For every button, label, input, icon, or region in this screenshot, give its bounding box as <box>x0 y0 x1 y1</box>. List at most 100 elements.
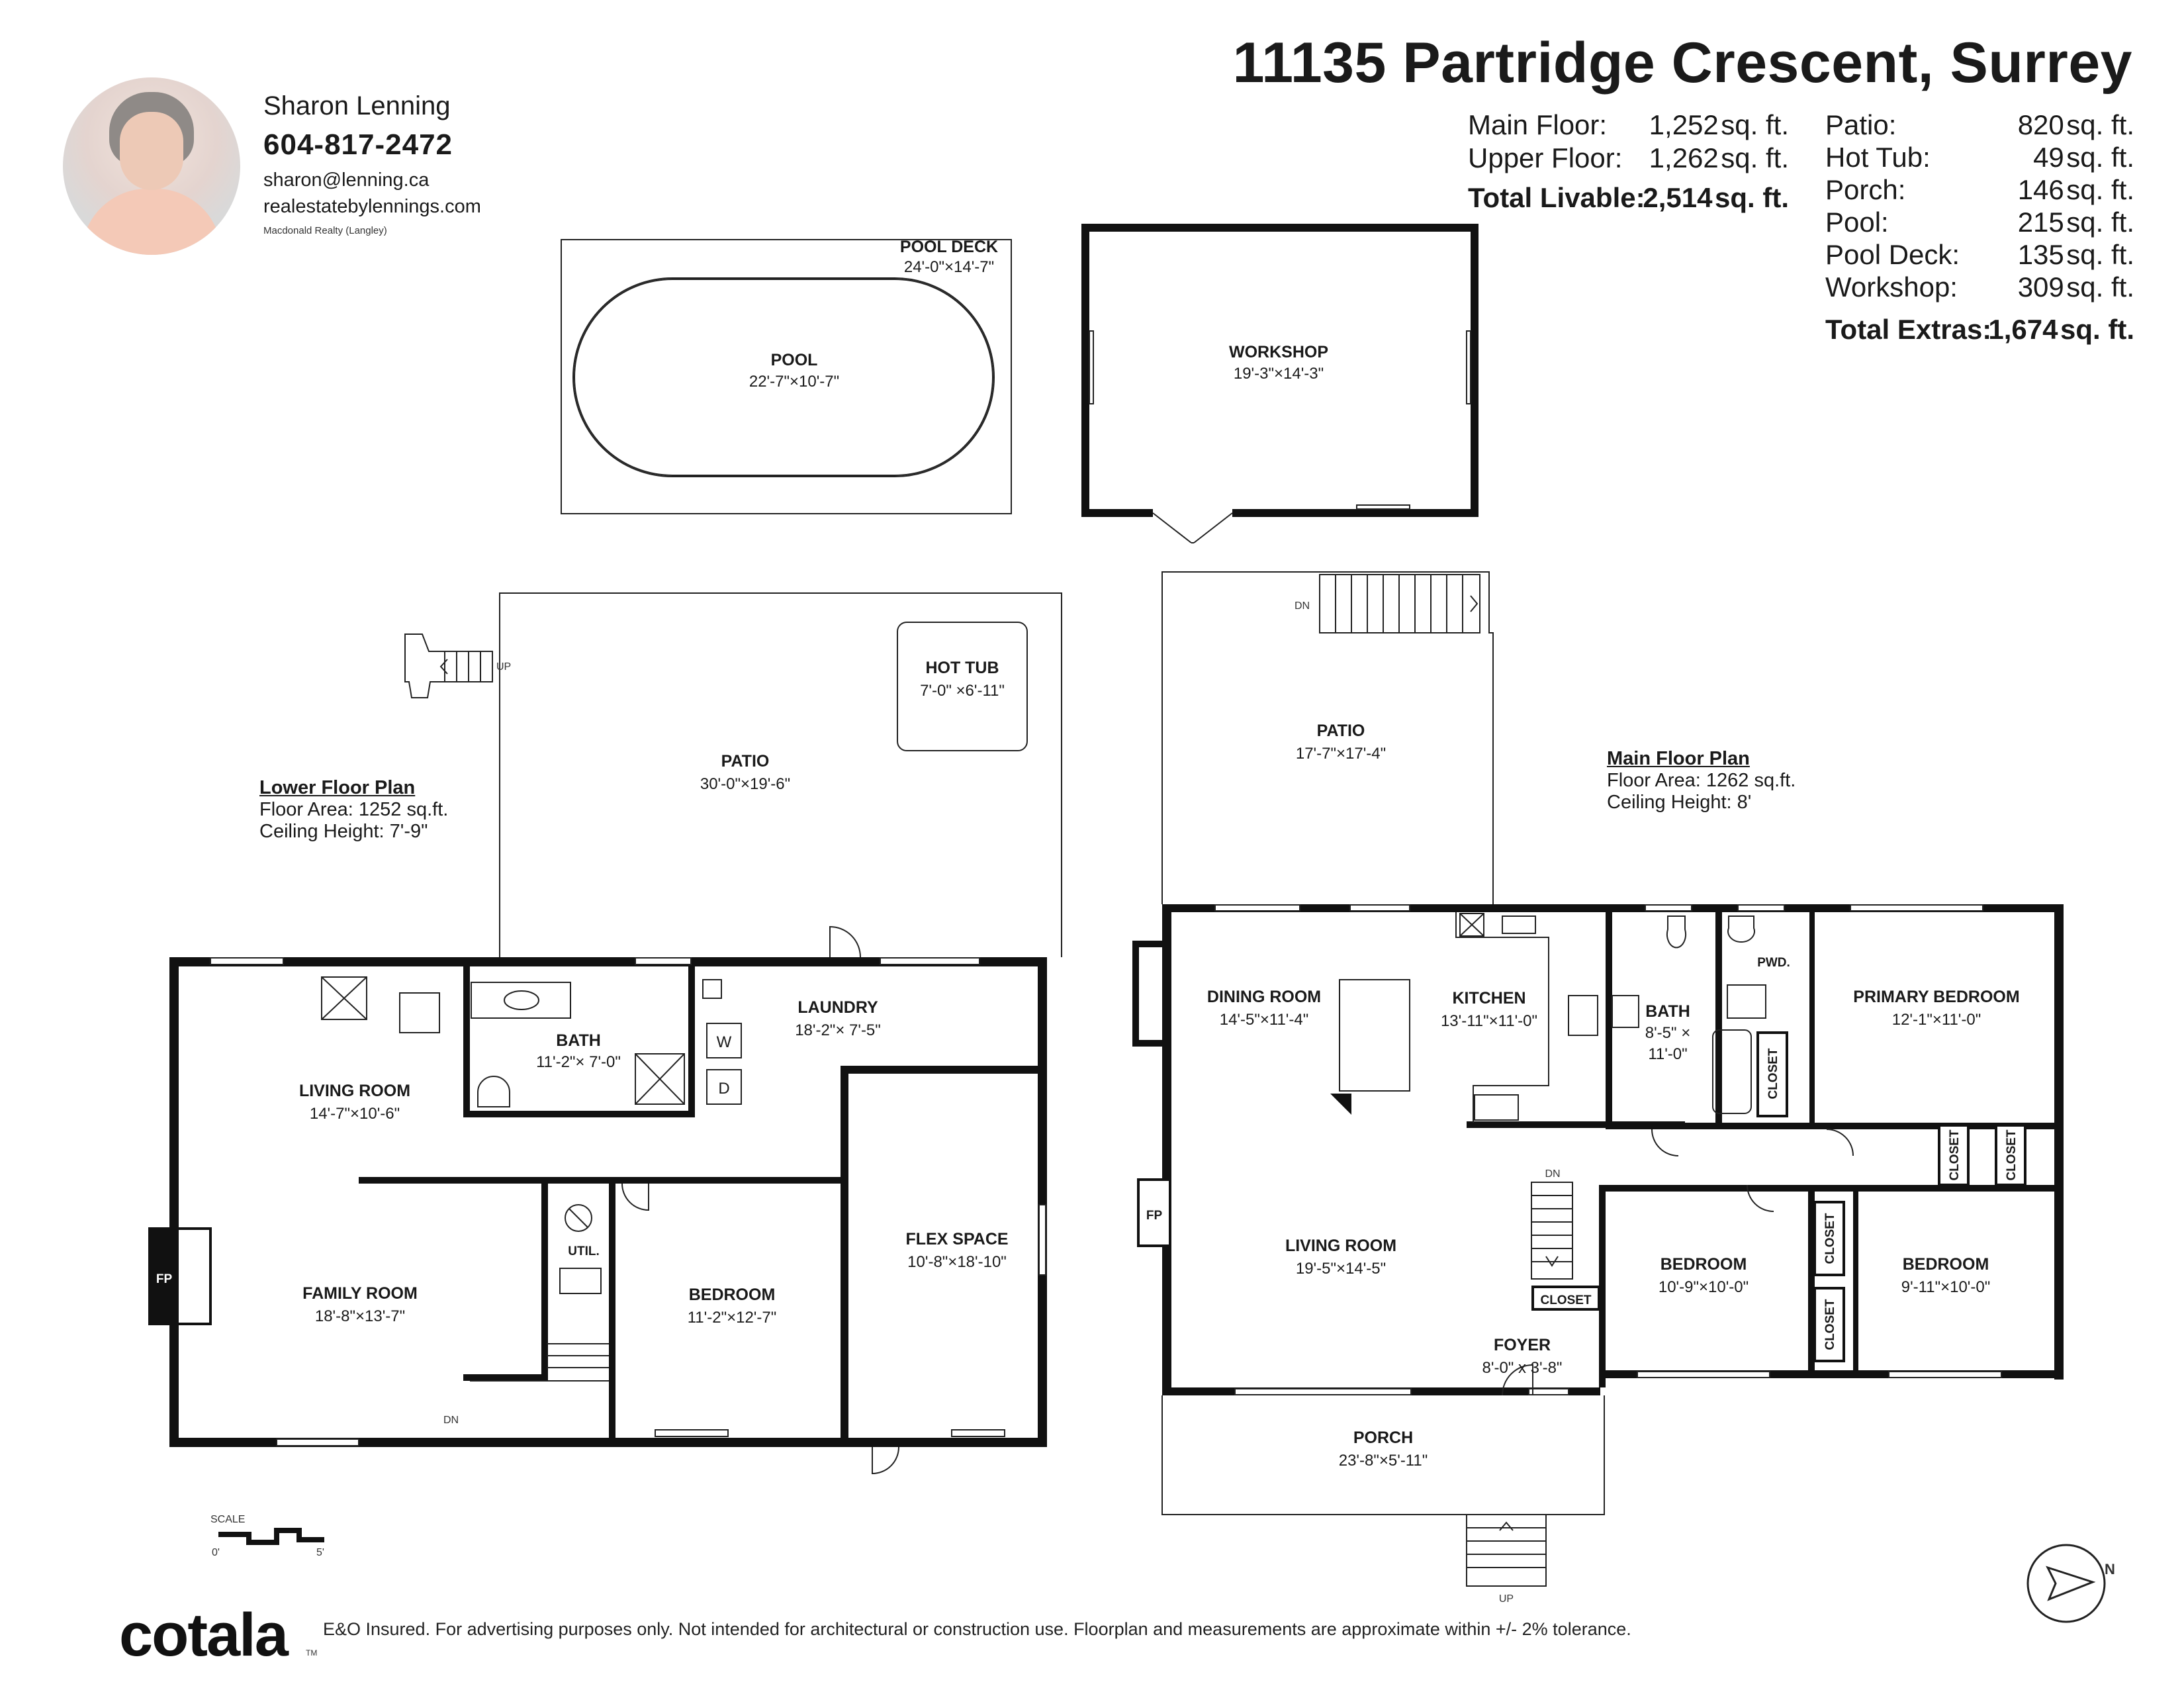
pwd-name: PWD. <box>1757 956 1790 970</box>
agent-photo-face <box>120 112 183 190</box>
lower-bath-toilet <box>477 1076 510 1107</box>
area-unit: sq. ft. <box>2066 239 2134 270</box>
main-window <box>1214 904 1300 912</box>
flex-exterior-door <box>872 1446 899 1475</box>
closet-bedroom-2-label: CLOSET <box>1823 1299 1837 1350</box>
bedroom-door <box>621 1183 649 1211</box>
workshop <box>1081 224 1479 543</box>
cotala-logo-trademark: TM <box>306 1648 318 1658</box>
main-window <box>1637 1371 1770 1378</box>
main-stair-dn: DN <box>1545 1168 1560 1180</box>
lower-plan-floor-area: Floor Area: 1252 sq.ft. <box>259 799 449 820</box>
area-label: Hot Tub: <box>1825 142 1931 173</box>
area-value: 2,514 <box>1643 182 1713 213</box>
workshop-walls <box>1081 224 1479 517</box>
main-wall-left <box>1162 904 1171 1395</box>
area-label: Total Extras: <box>1825 314 1992 345</box>
main-plan-info: Main Floor Plan Floor Area: 1262 sq.ft. … <box>1607 748 1796 814</box>
pool-dim: 22'-7"×10'-7" <box>749 373 839 391</box>
lower-bath-wall-right <box>688 966 695 1117</box>
lower-bath-dim: 11'-2"× 7'-0" <box>536 1053 621 1071</box>
lower-window <box>1038 1204 1046 1276</box>
lower-bath-sink <box>504 990 539 1010</box>
scale-bar: SCALE 0' 5' <box>210 1514 324 1558</box>
area-value: 309 <box>2017 271 2064 303</box>
scale-label: SCALE <box>210 1514 245 1525</box>
kitchen-appliance <box>1474 1094 1519 1121</box>
area-row-pool-deck: Pool Deck: 135 sq. ft. <box>1825 239 2134 272</box>
lower-stair-dn: DN <box>443 1415 459 1426</box>
dryer-label: D <box>718 1080 729 1098</box>
porch-dim: 23'-8"×5'-11" <box>1339 1452 1428 1470</box>
util-water-heater <box>565 1204 592 1232</box>
lower-patio-name: PATIO <box>721 752 770 771</box>
area-row-total-livable: Total Livable: 2,514 sq. ft. <box>1468 182 1789 215</box>
property-address: 11135 Partridge Crescent, Surrey <box>1232 31 2132 95</box>
lower-wall-top <box>169 957 1047 966</box>
area-unit: sq. ft. <box>2066 109 2134 140</box>
family-room-name: FAMILY ROOM <box>302 1284 418 1303</box>
util-wall-left <box>541 1184 548 1380</box>
closet-primary-a-label: CLOSET <box>1948 1129 1962 1180</box>
kitchen-island <box>1339 979 1410 1092</box>
main-plan-ceiling: Ceiling Height: 8' <box>1607 792 1752 813</box>
area-unit: sq. ft. <box>1721 109 1789 140</box>
main-plan-title: Main Floor Plan <box>1607 748 1750 769</box>
workshop-door <box>1152 512 1233 543</box>
closet-bedroom-2 <box>1813 1287 1845 1362</box>
dining-bump-out <box>1132 941 1162 1047</box>
area-row-upper-floor: Upper Floor: 1,262 sq. ft. <box>1468 142 1789 175</box>
lower-bath-wall-left <box>463 966 470 1117</box>
lower-patio-outline <box>499 592 1062 957</box>
lower-window <box>635 957 692 965</box>
agent-email[interactable]: sharon@lenning.ca <box>263 169 430 191</box>
closet-primary-b <box>1995 1124 2026 1186</box>
main-fireplace-label: FP <box>1146 1209 1163 1223</box>
lower-window <box>951 1429 1005 1437</box>
lower-fireplace-hearth <box>150 1229 179 1324</box>
area-label: Total Livable: <box>1468 182 1645 213</box>
closet-bath <box>1756 1031 1788 1117</box>
lower-window <box>210 957 284 965</box>
flex-space-dim: 10'-8"×18'-10" <box>907 1253 1007 1271</box>
agent-name: Sharon Lenning <box>263 91 451 120</box>
flex-wall-left <box>841 1066 848 1438</box>
pool-deck-outline <box>561 239 1012 514</box>
lower-patio-door <box>829 925 861 958</box>
pool-name: POOL <box>771 351 818 369</box>
agent-phone[interactable]: 604-817-2472 <box>263 128 453 161</box>
bedroom-2-name: BEDROOM <box>1661 1255 1747 1274</box>
foyer-name: FOYER <box>1494 1336 1551 1354</box>
compass-arrow <box>2046 1566 2096 1601</box>
primary-bedroom-name: PRIMARY BEDROOM <box>1853 988 2019 1006</box>
main-floor: FP DN CLOSET <box>1132 904 2064 1396</box>
workshop-dim: 19'-3"×14'-3" <box>1234 365 1324 383</box>
compass-ring <box>2026 1544 2106 1623</box>
pool-deck-name: POOL DECK <box>900 238 998 256</box>
agent-website[interactable]: realestatebylennings.com <box>263 196 481 217</box>
area-row-hot-tub: Hot Tub: 49 sq. ft. <box>1825 142 2134 175</box>
area-unit: sq. ft. <box>2060 314 2134 345</box>
main-window <box>1528 1388 1569 1395</box>
lower-wall-right <box>1038 957 1047 1447</box>
util-wall-right <box>609 1184 615 1438</box>
util-water-heater-mark <box>569 1208 588 1228</box>
pwd-sink <box>1727 984 1766 1019</box>
agent-brokerage: Macdonald Realty (Langley) <box>263 225 387 236</box>
laundry-sink <box>702 979 722 999</box>
kitchen-range <box>1568 995 1598 1036</box>
front-door <box>1502 1364 1533 1396</box>
bedroom-hall-wall-top <box>1606 1123 2064 1129</box>
scale-min: 0' <box>212 1547 220 1558</box>
lower-window <box>276 1438 359 1446</box>
porch-steps-up: UP <box>1499 1593 1514 1605</box>
porch-steps-arrow <box>1499 1521 1514 1531</box>
area-value: 49 <box>2033 142 2064 173</box>
lower-window <box>655 1429 729 1437</box>
area-unit: sq. ft. <box>2066 271 2134 303</box>
bath-wall-right <box>1715 912 1722 1123</box>
closet-primary-a <box>1938 1124 1970 1186</box>
lower-patio-dim: 30'-0"×19'-6" <box>700 775 790 793</box>
main-bath-dim-1: 8'-5" × <box>1645 1024 1690 1042</box>
